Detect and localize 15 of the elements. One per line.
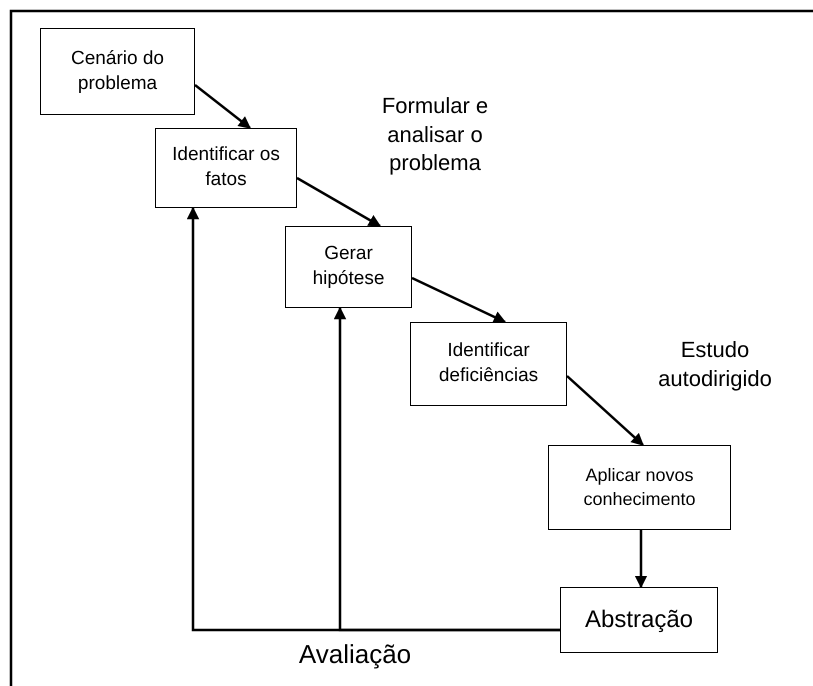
process-box: Abstração: [560, 587, 718, 653]
arrow: [194, 84, 251, 129]
arrow: [566, 375, 644, 446]
process-box: Identificar os fatos: [155, 128, 297, 208]
arrow: [334, 306, 560, 632]
arrow: [296, 176, 382, 228]
step-label: Formular e analisar o problema: [380, 92, 490, 178]
step-label: Estudo autodirigido: [657, 336, 773, 393]
process-box: Aplicar novos conhecimento: [548, 445, 731, 530]
arrow: [411, 276, 506, 324]
process-box: Identificar deficiências: [410, 322, 567, 406]
arrow: [634, 530, 648, 588]
process-box: Cenário do problema: [40, 28, 195, 115]
axis-label: Avaliação: [298, 638, 412, 671]
process-box: Gerar hipótese: [285, 226, 412, 308]
